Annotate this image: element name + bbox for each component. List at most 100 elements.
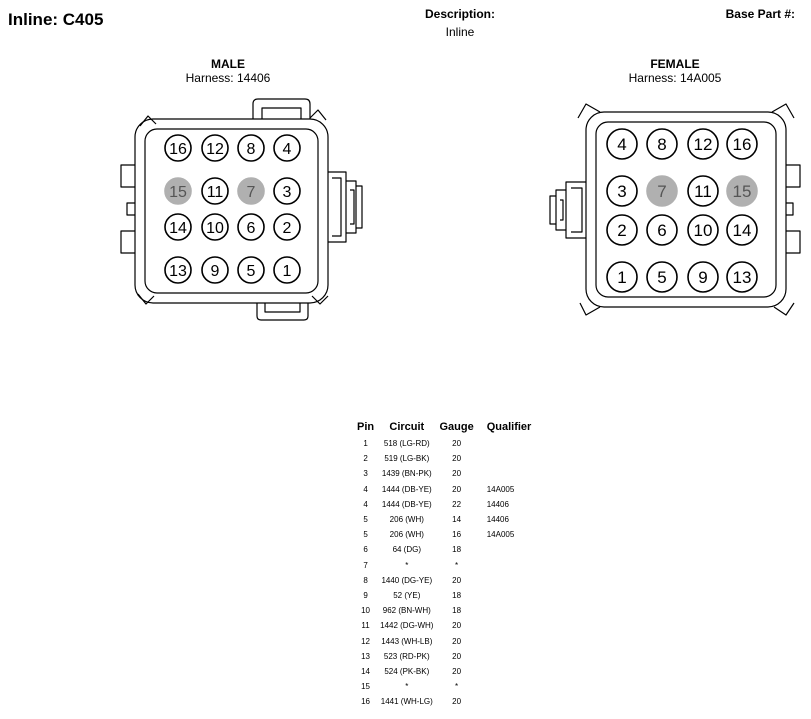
male-pin-circle (164, 256, 192, 284)
female-pin-label: 5 (657, 268, 666, 287)
male-pin-circle (237, 177, 265, 205)
circuit-column-header: Circuit (389, 421, 425, 433)
circuit-cell: 1442 (DG-WH) (380, 621, 434, 631)
qualifier-cell (477, 466, 535, 481)
male-corner-tab (309, 109, 327, 121)
gauge-cell: 14 (452, 515, 462, 525)
female-pin-label: 6 (657, 221, 666, 240)
male-bottom-latch (256, 303, 309, 321)
male-pin-circle (164, 177, 192, 205)
male-harness-label: Harness: 14406 (185, 71, 271, 85)
male-pin-circle (164, 134, 192, 162)
male-pin: 13 (164, 256, 192, 284)
male-left-clip (126, 202, 135, 216)
male-pin: 2 (273, 213, 301, 241)
qualifier-column-header: Qualifier (486, 421, 532, 433)
female-pin-circle (646, 128, 678, 160)
gauge-cell: 22 (452, 499, 462, 509)
gauge-column-header: Gauge (439, 421, 474, 433)
female-harness-label: Harness: 14A005 (628, 71, 722, 85)
qualifier-cell (477, 694, 535, 709)
pin-cell: 15 (361, 682, 371, 692)
female-pin: 16 (726, 128, 758, 160)
male-pin: 11 (201, 177, 229, 205)
base-part-label: Base Part #: (725, 7, 795, 21)
male-pin-circle (237, 134, 265, 162)
gauge-cell: * (455, 682, 459, 692)
page-title: Inline: C405 (8, 10, 104, 29)
male-pin-label: 10 (206, 220, 224, 237)
pin-cell: 5 (363, 530, 368, 540)
female-pin-label: 2 (617, 221, 626, 240)
female-corner-tab (577, 103, 601, 119)
female-pin: 2 (606, 214, 638, 246)
circuit-cell: 206 (WH) (389, 515, 424, 525)
male-pin-label: 1 (283, 263, 292, 280)
pin-cell: 7 (363, 560, 368, 570)
female-pin-label: 16 (733, 135, 752, 154)
male-pin-circle (273, 177, 301, 205)
pin-cell: 14 (361, 666, 371, 676)
male-body-outer (134, 118, 329, 304)
circuit-cell: * (405, 682, 409, 692)
male-pin-label: 11 (207, 184, 224, 201)
female-pin-label: 3 (617, 182, 626, 201)
female-right-clip (786, 202, 794, 216)
female-pin: 14 (726, 214, 758, 246)
male-pin-label: 14 (169, 220, 187, 237)
gauge-cell: 18 (452, 590, 462, 600)
gauge-cell: 16 (452, 530, 462, 540)
qualifier-cell (477, 664, 535, 679)
pin-cell: 4 (363, 484, 368, 494)
male-pin: 14 (164, 213, 192, 241)
gauge-cell: 20 (452, 651, 462, 661)
gauge-cell: 20 (452, 697, 462, 707)
male-pin: 3 (273, 177, 301, 205)
circuit-cell: 64 (DG) (392, 545, 422, 555)
male-corner-tab (311, 295, 329, 305)
male-pin-circle (201, 134, 229, 162)
female-pin: 5 (646, 261, 678, 293)
male-pin-label: 2 (283, 220, 292, 237)
female-pin-circle (726, 261, 758, 293)
circuit-cell: 206 (WH) (389, 530, 424, 540)
qualifier-cell (477, 588, 535, 603)
male-pin-label: 16 (169, 141, 187, 158)
male-pin-circle (273, 213, 301, 241)
female-pin-label: 10 (694, 221, 713, 240)
male-pin-label: 7 (247, 184, 256, 201)
table-row: 7** (354, 558, 534, 573)
male-pin-circle (237, 213, 265, 241)
female-pin-circle (687, 128, 719, 160)
male-left-clip (120, 164, 135, 188)
circuit-cell: 519 (LG-BK) (384, 454, 430, 464)
female-pin-circle (606, 175, 638, 207)
qualifier-cell (477, 542, 535, 557)
qualifier-cell: 14A005 (486, 484, 515, 494)
circuit-cell: 1440 (DG-YE) (381, 575, 433, 585)
pin-cell: 6 (363, 545, 368, 555)
male-corner-tab (137, 293, 155, 305)
female-connector-title: FEMALE (650, 57, 700, 71)
female-pin-circle (606, 214, 638, 246)
female-left-latch (565, 181, 586, 239)
gauge-cell: 20 (452, 666, 462, 676)
male-pin-label: 5 (247, 263, 256, 280)
female-pin-circle (606, 261, 638, 293)
female-pin-label: 1 (617, 268, 626, 287)
qualifier-cell: 14406 (486, 499, 509, 509)
female-pin: 3 (606, 175, 638, 207)
gauge-cell: 20 (452, 575, 462, 585)
qualifier-cell (477, 618, 535, 633)
female-corner-tab (773, 302, 795, 316)
circuit-cell: * (405, 560, 409, 570)
